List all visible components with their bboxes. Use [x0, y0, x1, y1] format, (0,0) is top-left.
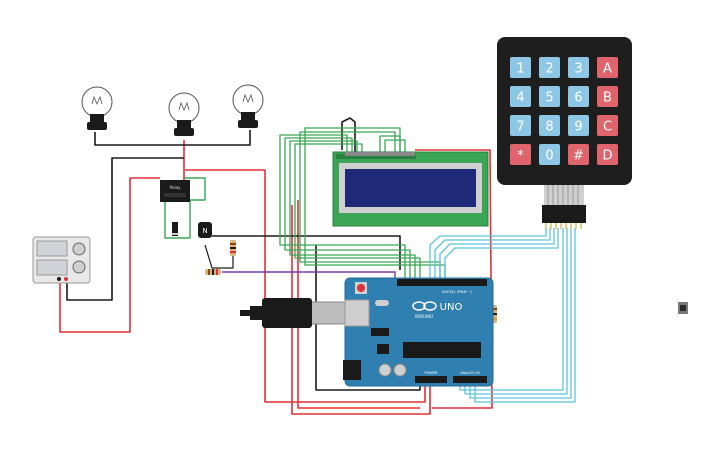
capacitor-1 [378, 363, 392, 377]
supply-knob-bottom [72, 260, 86, 274]
bulb-glass [81, 86, 113, 118]
keypad-key-label: 4 [516, 91, 524, 106]
purple-wire [222, 271, 396, 280]
keypad-key-label: D [602, 149, 612, 164]
keypad-key-label: # [573, 149, 584, 164]
lcd-pins [345, 152, 415, 156]
black-wire-bulbs [94, 130, 251, 146]
keypad-key-5[interactable]: 5 [539, 86, 560, 107]
crystal [375, 300, 389, 306]
power-supply[interactable] [32, 236, 91, 284]
lcd-module[interactable] [332, 151, 489, 227]
red-wire-loop-left [185, 169, 426, 403]
keypad-key-3[interactable]: 3 [568, 57, 589, 78]
keypad-key-c[interactable]: C [597, 115, 618, 136]
arduino-logo: UNO ARDUINO DIGITAL (PWM ~) [412, 290, 473, 319]
keypad[interactable]: 1 2 3 A 4 5 6 B 7 8 9 C * 0 # D [497, 37, 632, 229]
transistor-label: N [202, 227, 207, 235]
bulb-middle[interactable] [168, 92, 200, 136]
power-jack [343, 360, 361, 380]
keypad-ribbon-lines [547, 185, 579, 205]
power-label: POWER [425, 371, 439, 375]
keypad-key-star[interactable]: * [510, 144, 531, 165]
diode[interactable] [172, 222, 178, 236]
black-wire-supply [66, 157, 184, 301]
usb-plug-body [262, 298, 312, 328]
keypad-key-label: 0 [545, 149, 553, 164]
keypad-key-label: 6 [574, 91, 582, 106]
arduino-pcb [344, 277, 494, 387]
supply-display-bottom [36, 259, 68, 276]
keypad-key-a[interactable]: A [597, 57, 618, 78]
digital-label: DIGITAL (PWM ~) [442, 290, 473, 294]
lcd-screen [345, 169, 476, 207]
wire-layer [59, 117, 576, 415]
digital-header [397, 279, 487, 286]
small-chip [377, 344, 389, 354]
relay[interactable]: Relay [160, 180, 190, 202]
bulb-filament [91, 95, 103, 106]
keypad-key-label: A [603, 62, 612, 77]
keypad-header [542, 205, 586, 223]
red-wire-supply-to-relay [59, 177, 160, 333]
usb-cable[interactable] [240, 298, 370, 328]
keypad-key-2[interactable]: 2 [539, 57, 560, 78]
keypad-key-8[interactable]: 8 [539, 115, 560, 136]
keypad-key-hash[interactable]: # [568, 144, 589, 165]
bulb-left[interactable] [81, 86, 113, 130]
resistor-wire [204, 240, 234, 269]
keypad-key-label: 3 [574, 62, 582, 77]
keypad-key-label: B [603, 91, 612, 106]
arduino-board[interactable]: UNO ARDUINO DIGITAL (PWM ~) POWER ANALOG… [343, 277, 494, 387]
keypad-key-label: 7 [516, 120, 524, 135]
keypad-ribbon [544, 185, 584, 205]
bulb-base [90, 114, 104, 124]
keypad-key-4[interactable]: 4 [510, 86, 531, 107]
arduino-uno-text: UNO [440, 302, 463, 313]
keypad-key-label: C [603, 120, 612, 135]
usb-port [344, 299, 370, 327]
analog-label: ANALOG IN [460, 371, 480, 375]
resistor-vertical[interactable] [230, 240, 236, 256]
supply-display-top [36, 240, 68, 257]
keypad-key-label: 9 [574, 120, 582, 135]
usb-chip [371, 328, 389, 336]
resistor-horizontal[interactable] [205, 269, 221, 275]
black-wire-transistor [212, 235, 401, 270]
keypad-key-6[interactable]: 6 [568, 86, 589, 107]
keypad-key-label: * [517, 149, 524, 164]
keypad-key-7[interactable]: 7 [510, 115, 531, 136]
keypad-key-label: 8 [545, 120, 553, 135]
supply-knob-top [72, 242, 86, 256]
keypad-key-d[interactable]: D [597, 144, 618, 165]
keypad-key-label: 5 [545, 91, 553, 106]
keypad-key-label: 1 [516, 62, 524, 77]
keypad-key-0[interactable]: 0 [539, 144, 560, 165]
keypad-key-label: 2 [545, 62, 553, 77]
bulb-right[interactable] [232, 84, 264, 128]
keypad-keys: 1 2 3 A 4 5 6 B 7 8 9 C * 0 # D [510, 57, 618, 165]
green-lcd-bundle [279, 127, 446, 278]
keypad-key-b[interactable]: B [597, 86, 618, 107]
capacitor-2 [393, 363, 407, 377]
analog-header [453, 376, 487, 383]
atmega-chip [403, 342, 481, 358]
usb-plug-metal [309, 301, 349, 325]
red-wire-top-lcd [297, 200, 420, 409]
keypad-key-9[interactable]: 9 [568, 115, 589, 136]
relay-label: Relay [170, 185, 182, 190]
pushbutton[interactable] [678, 302, 688, 314]
arduino-brand-text: ARDUINO [415, 314, 434, 319]
transistor[interactable]: N [198, 222, 212, 238]
keypad-key-1[interactable]: 1 [510, 57, 531, 78]
power-header [415, 376, 447, 383]
